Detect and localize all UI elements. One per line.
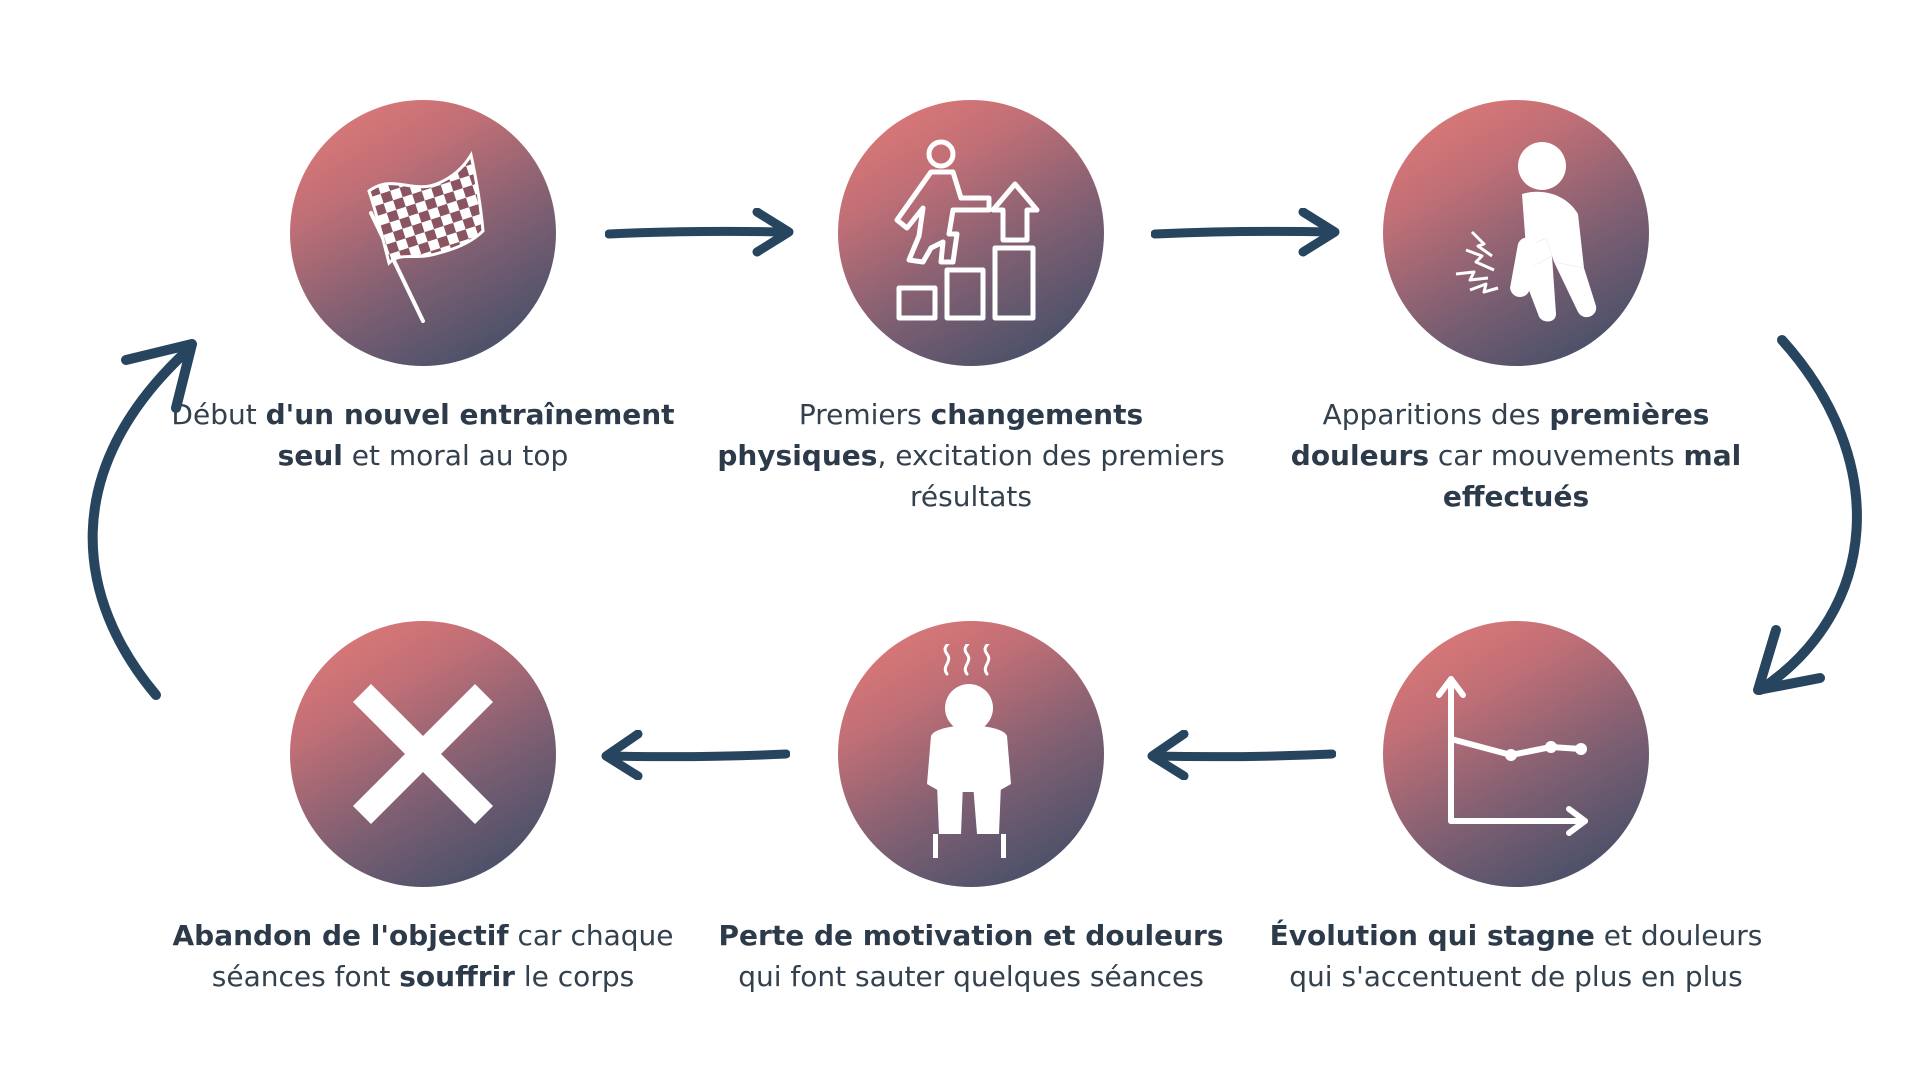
label-bold-text: mal effectués — [1442, 439, 1742, 513]
label-bold-text: Évolution qui stagne — [1269, 919, 1595, 952]
label-bold-text: changements physiques — [717, 398, 1144, 472]
label-bold-text: d'un nouvel entraînement seul — [265, 398, 675, 472]
step-circle — [838, 100, 1104, 366]
label-text: et douleurs qui s'accentuent de plus en … — [1289, 919, 1763, 993]
checkered-flag-icon — [367, 150, 485, 323]
step-label: Premiers changements physiques, excitati… — [711, 394, 1231, 517]
step-circle — [838, 621, 1104, 887]
label-bold-text: premières douleurs — [1290, 398, 1710, 472]
step-circle — [290, 100, 556, 366]
step-label: Début d'un nouvel entraînement seul et m… — [163, 394, 683, 476]
step-label: Évolution qui stagne et douleurs qui s'a… — [1256, 915, 1776, 997]
label-bold-text: souffrir — [399, 960, 515, 993]
label-text: car mouvements — [1429, 439, 1684, 472]
discouraged-person-icon — [927, 644, 1011, 858]
step-circle — [1383, 100, 1649, 366]
knee-pain-icon — [1455, 142, 1597, 322]
step-label: Perte de motivation et douleurs qui font… — [711, 915, 1231, 997]
label-text: , excitation des premiers résultats — [877, 439, 1225, 513]
label-bold-text: Perte de motivation et douleurs — [718, 919, 1224, 952]
label-bold-text: Abandon de l'objectif — [172, 919, 509, 952]
curved-down-arrow — [1753, 335, 1862, 695]
right-arrow — [605, 208, 794, 257]
step-circle — [290, 621, 556, 887]
label-text: le corps — [514, 960, 635, 993]
step-label: Apparitions des premières douleurs car m… — [1256, 394, 1776, 517]
left-arrow — [601, 730, 790, 780]
label-text: et moral au top — [342, 439, 569, 472]
cross-icon — [353, 684, 493, 824]
right-arrow — [1151, 208, 1340, 257]
step-circle — [1383, 621, 1649, 887]
step-label: Abandon de l'objectif car chaque séances… — [163, 915, 683, 997]
stagnating-graph-icon — [1436, 676, 1588, 836]
label-text: car chaque séances font — [211, 919, 674, 993]
label-text: Début — [171, 398, 266, 431]
left-arrow — [1147, 730, 1336, 780]
label-text: Apparitions des — [1322, 398, 1550, 431]
label-text: qui font sauter quelques séances — [738, 960, 1204, 993]
climbing-steps-icon — [894, 139, 1040, 321]
curved-up-arrow — [87, 339, 197, 700]
label-text: Premiers — [798, 398, 931, 431]
